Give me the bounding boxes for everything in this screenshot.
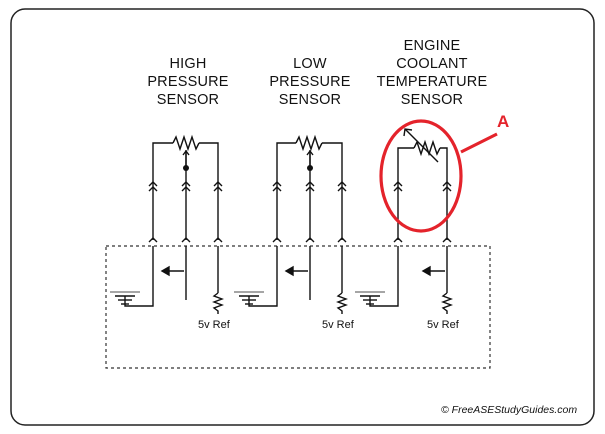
- hp-wiper-dot: [183, 165, 189, 171]
- connector-icon: [272, 181, 282, 187]
- diagram-frame: [10, 8, 595, 426]
- lp-wiper-dot: [307, 165, 313, 171]
- connector-icon: [305, 181, 315, 187]
- connector-icon: [213, 181, 223, 187]
- hp-potentiometer: [172, 134, 200, 152]
- callout-ellipse: [379, 119, 463, 233]
- connector-icon: [181, 237, 191, 243]
- connector-icon: [181, 181, 191, 187]
- connector-icon: [148, 237, 158, 243]
- resistor-icon: [212, 292, 224, 314]
- hp-ref-wire: [199, 142, 219, 240]
- callout-letter: A: [497, 112, 510, 131]
- hp-ground-wire: [152, 142, 173, 240]
- connector-icon: [337, 181, 347, 187]
- high-pressure-sensor-circuit: [110, 134, 224, 314]
- connector-icon: [272, 237, 282, 243]
- connector-icon: [393, 237, 403, 243]
- ref-label-coolant: 5v Ref: [427, 319, 459, 331]
- resistor-icon: [441, 292, 453, 314]
- resistor-icon: [336, 292, 348, 314]
- low-pressure-sensor-circuit: [234, 134, 348, 314]
- connector-icon: [337, 237, 347, 243]
- connector-icon: [442, 181, 452, 187]
- thermistor-icon: [413, 139, 441, 157]
- computer-module-box: [105, 245, 491, 369]
- connector-icon: [213, 237, 223, 243]
- connector-icon: [442, 237, 452, 243]
- connector-icon: [393, 181, 403, 187]
- copyright-credit: © FreeASEStudyGuides.com: [441, 404, 578, 416]
- connector-icon: [305, 237, 315, 243]
- callout-leader: [460, 132, 498, 154]
- ref-label-high: 5v Ref: [198, 319, 230, 331]
- ref-label-low: 5v Ref: [322, 319, 354, 331]
- coolant-temp-sensor-circuit: [355, 128, 453, 314]
- connector-icon: [148, 181, 158, 187]
